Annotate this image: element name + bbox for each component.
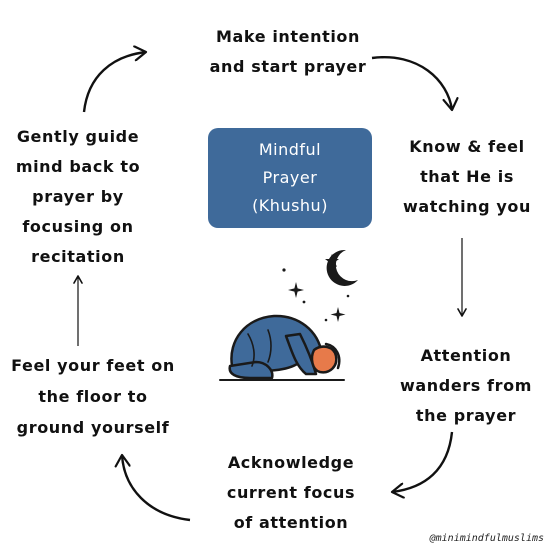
sparkle-star-icon bbox=[282, 268, 350, 322]
step-line: ground yourself bbox=[16, 418, 170, 437]
step-line: wanders from bbox=[400, 376, 532, 395]
person-prostrating-icon bbox=[219, 314, 345, 381]
step-line: current focus bbox=[226, 483, 356, 502]
step-line: the prayer bbox=[415, 406, 517, 425]
step-line: prayer by bbox=[32, 187, 124, 206]
arrow-3-to-4 bbox=[392, 431, 454, 492]
step-line: recitation bbox=[31, 247, 125, 266]
center-title-line: Mindful bbox=[258, 140, 322, 159]
step-line: Acknowledge bbox=[227, 453, 355, 472]
step-line: the floor to bbox=[38, 387, 148, 406]
arrow-1-to-2 bbox=[371, 55, 452, 110]
step-line: Know & feel bbox=[409, 137, 525, 156]
step-know-and-feel: Know & feel that He is watching you bbox=[392, 132, 542, 222]
step-line: Gently guide bbox=[16, 127, 140, 146]
credit-handle: @minimindfulmuslims bbox=[429, 533, 544, 544]
arrow-4-to-5 bbox=[122, 455, 191, 522]
step-acknowledge-focus: Acknowledge current focus of attention bbox=[208, 448, 374, 538]
step-make-intention: Make intention and start prayer bbox=[188, 22, 388, 82]
step-guide-mind-back: Gently guide mind back to prayer by focu… bbox=[10, 122, 146, 272]
step-line: watching you bbox=[402, 197, 531, 216]
step-line: Feel your feet on bbox=[11, 356, 175, 375]
step-line: of attention bbox=[233, 513, 349, 532]
step-line: Make intention bbox=[215, 27, 361, 46]
step-line: that He is bbox=[420, 167, 514, 186]
step-line: mind back to bbox=[15, 157, 141, 176]
step-feel-feet: Feel your feet on the floor to ground yo… bbox=[10, 350, 176, 443]
crescent-moon-icon bbox=[325, 249, 358, 286]
center-title-line: (Khushu) bbox=[252, 196, 328, 215]
step-line: Attention bbox=[420, 346, 512, 365]
step-line: and start prayer bbox=[209, 57, 367, 76]
arrow-6-to-1 bbox=[82, 52, 146, 113]
center-title-line: Prayer bbox=[262, 168, 318, 187]
step-attention-wanders: Attention wanders from the prayer bbox=[388, 341, 544, 431]
center-title-box: Mindful Prayer (Khushu) bbox=[208, 128, 372, 228]
step-line: focusing on bbox=[22, 217, 134, 236]
